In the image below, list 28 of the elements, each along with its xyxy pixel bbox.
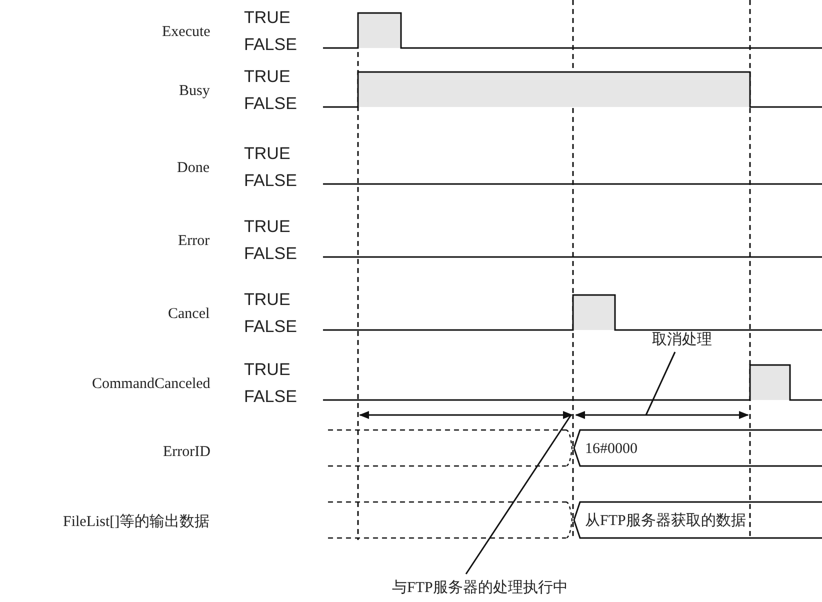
signal-name: Cancel [168, 306, 210, 322]
double-arrow [359, 411, 573, 419]
state-label: TRUE [244, 290, 290, 308]
state-label: FALSE [244, 94, 297, 112]
state-label: FALSE [244, 318, 297, 334]
signal-name: FileList[]等的输出数据 [63, 514, 210, 530]
state-label: TRUE [244, 8, 290, 26]
state-label: TRUE [244, 360, 290, 378]
leader-line [645, 352, 676, 416]
state-label: FALSE [244, 172, 297, 188]
state-label: TRUE [244, 144, 290, 162]
state-label: FALSE [244, 388, 297, 404]
signal-name: Error [178, 234, 210, 248]
double-arrow [575, 411, 749, 419]
state-label: FALSE [244, 244, 297, 262]
bus-value: 从FTP服务器获取的数据 [585, 514, 746, 528]
bus-value: 16#0000 [585, 442, 638, 456]
state-label: TRUE [244, 218, 290, 234]
signal-name: ErrorID [163, 444, 210, 460]
signal-name: Busy [179, 84, 210, 98]
leader-line [465, 414, 572, 574]
state-label: TRUE [244, 68, 290, 84]
signal-name: Execute [162, 24, 210, 40]
callout-text: 取消处理 [652, 332, 712, 348]
signal-name: Done [177, 160, 210, 176]
callout-text: 与FTP服务器的处理执行中 [392, 580, 568, 596]
signal-name: CommandCanceled [92, 376, 210, 392]
state-label: FALSE [244, 36, 297, 52]
